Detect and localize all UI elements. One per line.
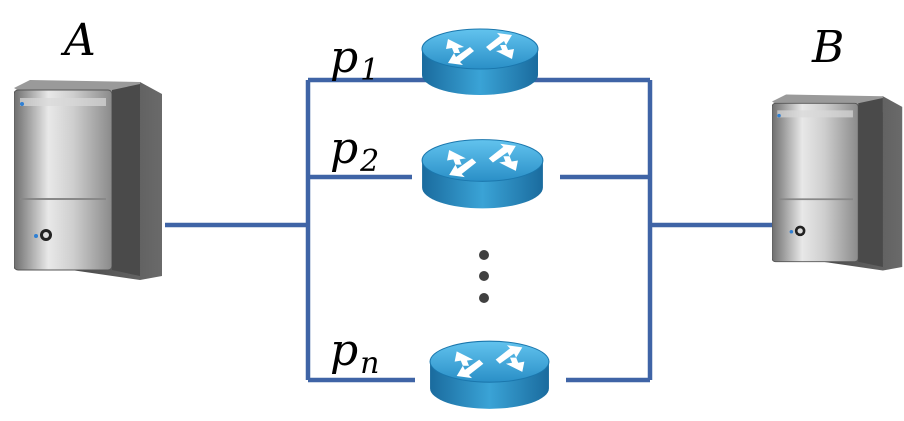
path-label-n: pn — [330, 325, 380, 381]
path-2-var: p — [330, 123, 358, 174]
links — [165, 77, 772, 383]
svg-text:p1: p1 — [330, 32, 379, 88]
path-2-sub: 2 — [359, 144, 379, 179]
host-a-label: A — [60, 15, 96, 66]
svg-text:p2: p2 — [330, 123, 379, 179]
path-label-1: p1 — [330, 32, 379, 88]
path-n-var: p — [330, 325, 358, 376]
svg-text:pn: pn — [330, 325, 380, 381]
host-a: A — [14, 15, 163, 280]
host-b: B — [772, 22, 903, 272]
vertical-ellipsis-icon — [479, 250, 489, 303]
router-icon — [429, 340, 550, 410]
host-b-label: B — [811, 22, 844, 73]
path-label-2: p2 — [330, 123, 379, 179]
router-icon — [421, 139, 544, 209]
server-icon — [772, 93, 903, 272]
path-n-sub: n — [360, 346, 379, 381]
path-1-sub: 1 — [360, 53, 379, 88]
server-icon — [14, 80, 163, 280]
router-icon — [421, 28, 539, 96]
path-1-var: p — [330, 32, 358, 83]
